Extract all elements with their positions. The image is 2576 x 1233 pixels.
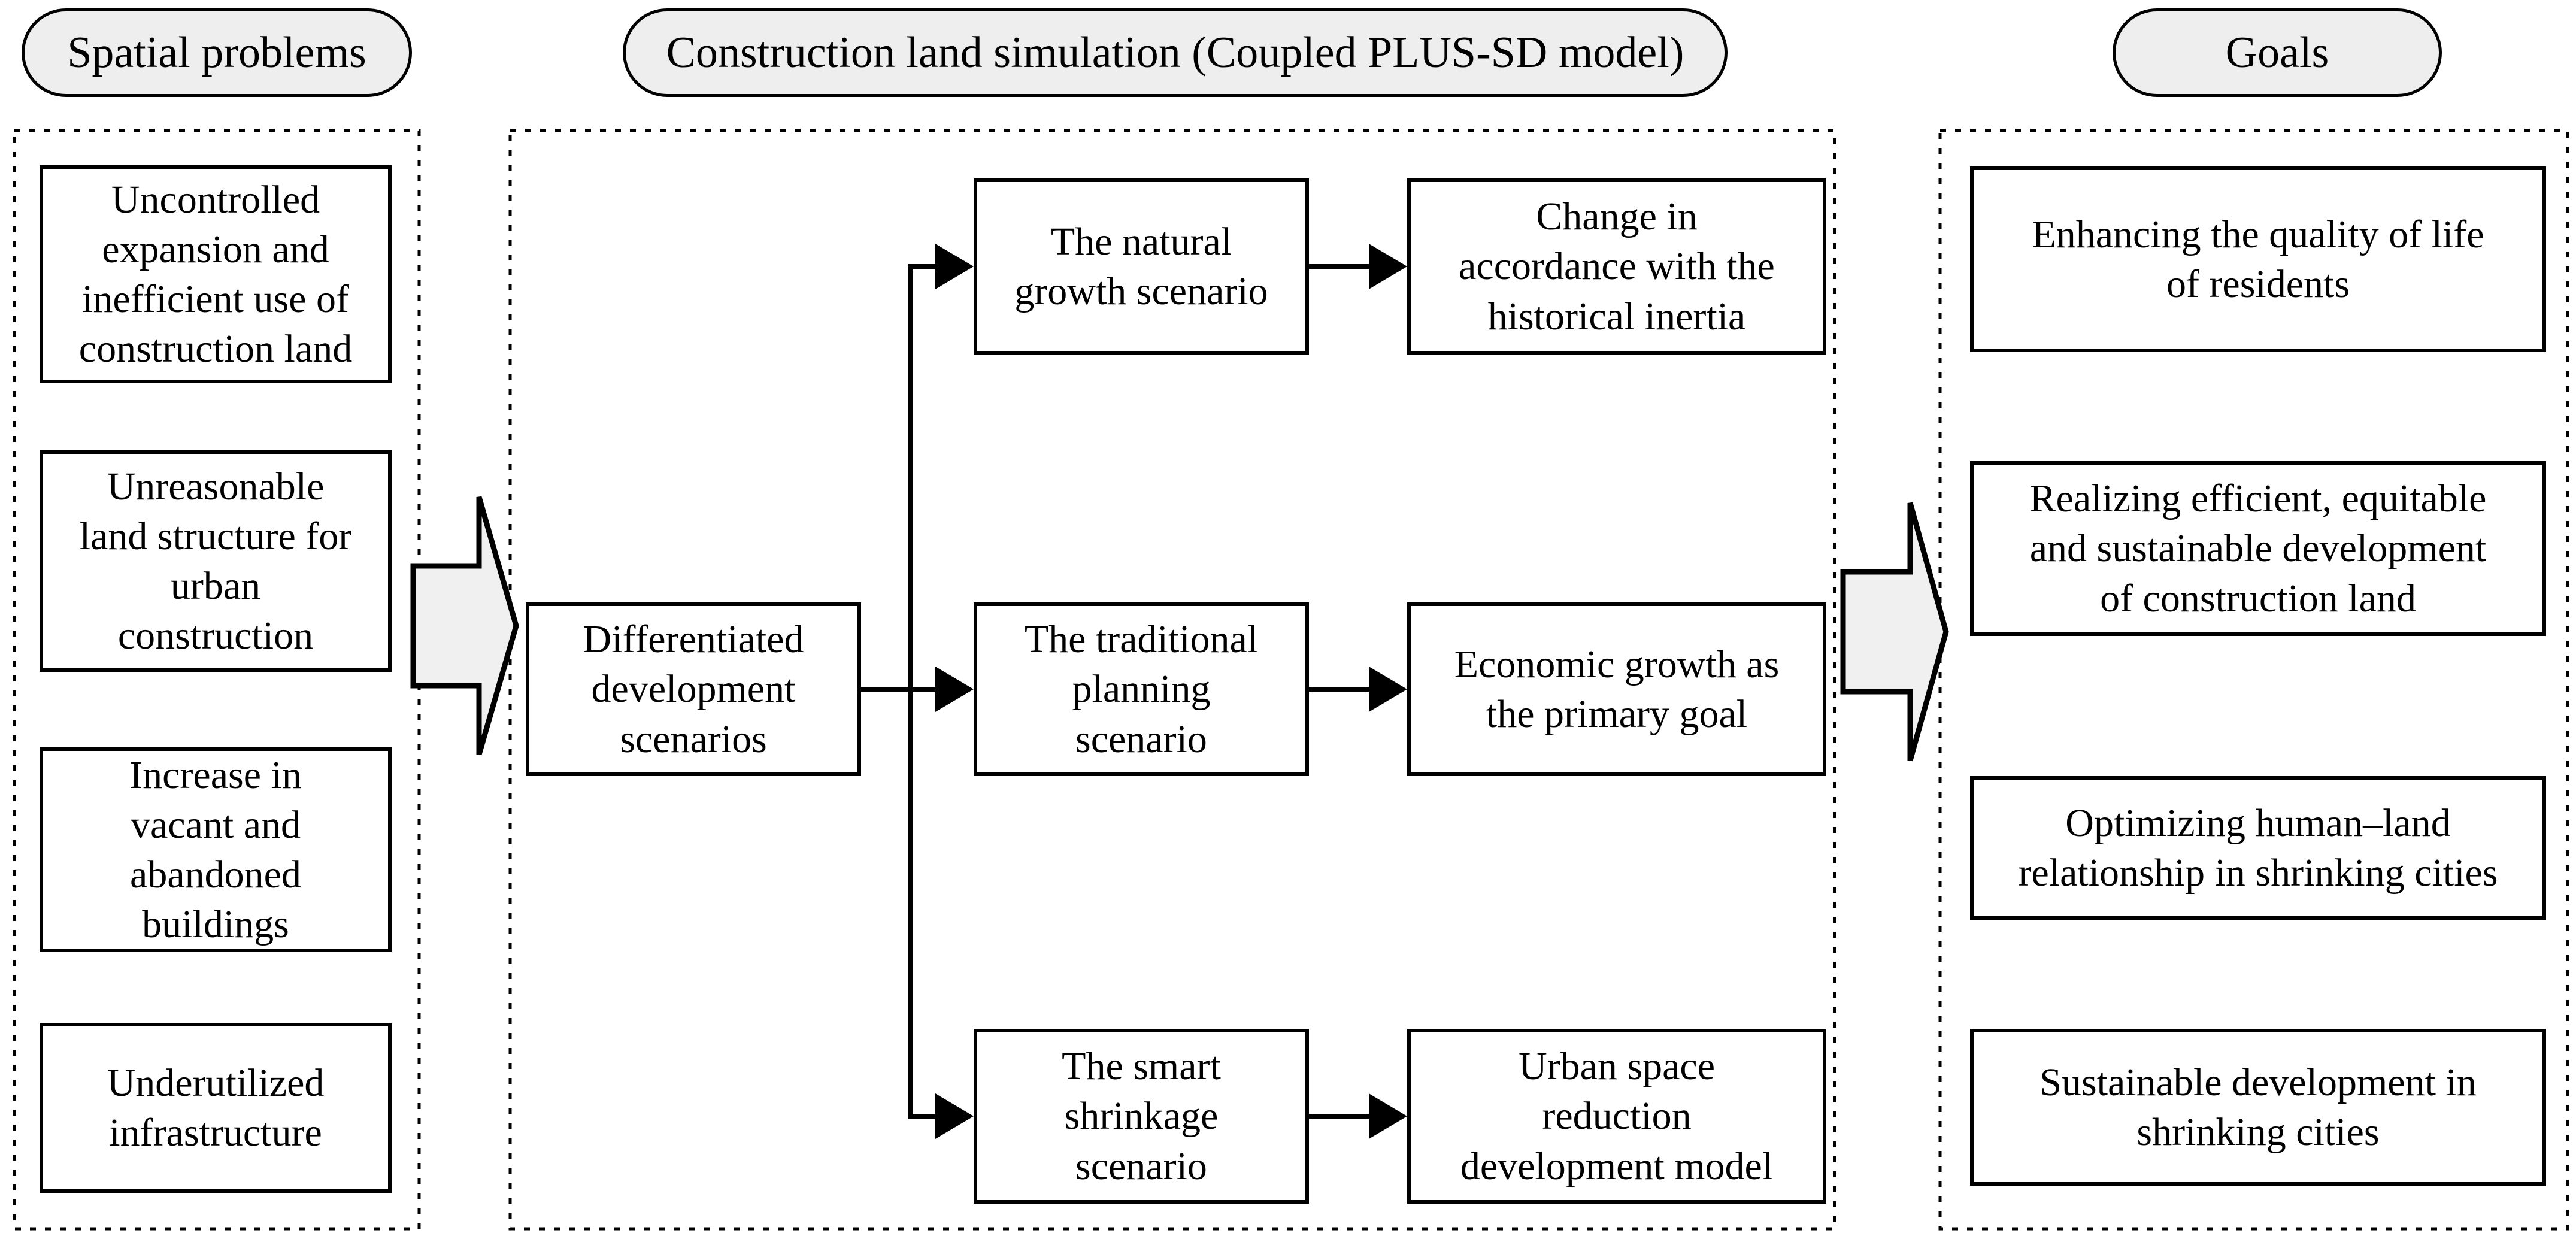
problem-box-underutilized-infrastructure: Underutilized infrastructure: [40, 1023, 392, 1193]
arrowhead-smart-outcome-icon: [1369, 1093, 1407, 1139]
pill-goals: Goals: [2113, 8, 2442, 97]
arrowhead-smart-icon: [935, 1093, 974, 1139]
goal-box-quality-of-life: Enhancing the quality of life of residen…: [1970, 166, 2546, 352]
connector-branch-line: [908, 264, 935, 1119]
arrowhead-traditional-outcome-icon: [1369, 667, 1407, 712]
block-arrow-problems-to-simulation-icon: [410, 496, 519, 756]
goal-box-sustainable-construction-land: Realizing efficient, equitable and susta…: [1970, 461, 2546, 636]
panel-simulation-border: [508, 129, 1836, 1231]
pill-construction-land-simulation: Construction land simulation (Coupled PL…: [623, 8, 1728, 97]
scenario-box-smart-shrinkage: The smart shrinkage scenario: [974, 1029, 1309, 1204]
outcome-box-economic-growth: Economic growth as the primary goal: [1407, 602, 1826, 776]
arrowhead-natural-icon: [935, 244, 974, 289]
problem-box-uncontrolled-expansion: Uncontrolled expansion and inefficient u…: [40, 165, 392, 383]
arrowhead-traditional-icon: [935, 667, 974, 712]
outcome-box-historical-inertia: Change in accordance with the historical…: [1407, 178, 1826, 355]
outcome-box-space-reduction: Urban space reduction development model: [1407, 1029, 1826, 1204]
scenario-box-traditional-planning: The traditional planning scenario: [974, 602, 1309, 776]
goal-box-human-land-relationship: Optimizing human–land relationship in sh…: [1970, 776, 2546, 920]
arrowhead-natural-outcome-icon: [1369, 244, 1407, 289]
panel-goals-border: [1938, 129, 2569, 1231]
goal-box-sustainable-shrinking-cities: Sustainable development in shrinking cit…: [1970, 1029, 2546, 1186]
problem-box-unreasonable-structure: Unreasonable land structure for urban co…: [40, 450, 392, 672]
panel-spatial-problems-border: [13, 129, 421, 1231]
block-arrow-simulation-to-goals-icon: [1840, 502, 1949, 762]
problem-box-vacant-buildings: Increase in vacant and abandoned buildin…: [40, 747, 392, 952]
differentiated-scenarios-box: Differentiated development scenarios: [526, 602, 861, 776]
scenario-box-natural-growth: The natural growth scenario: [974, 178, 1309, 355]
pill-spatial-problems: Spatial problems: [22, 8, 412, 97]
